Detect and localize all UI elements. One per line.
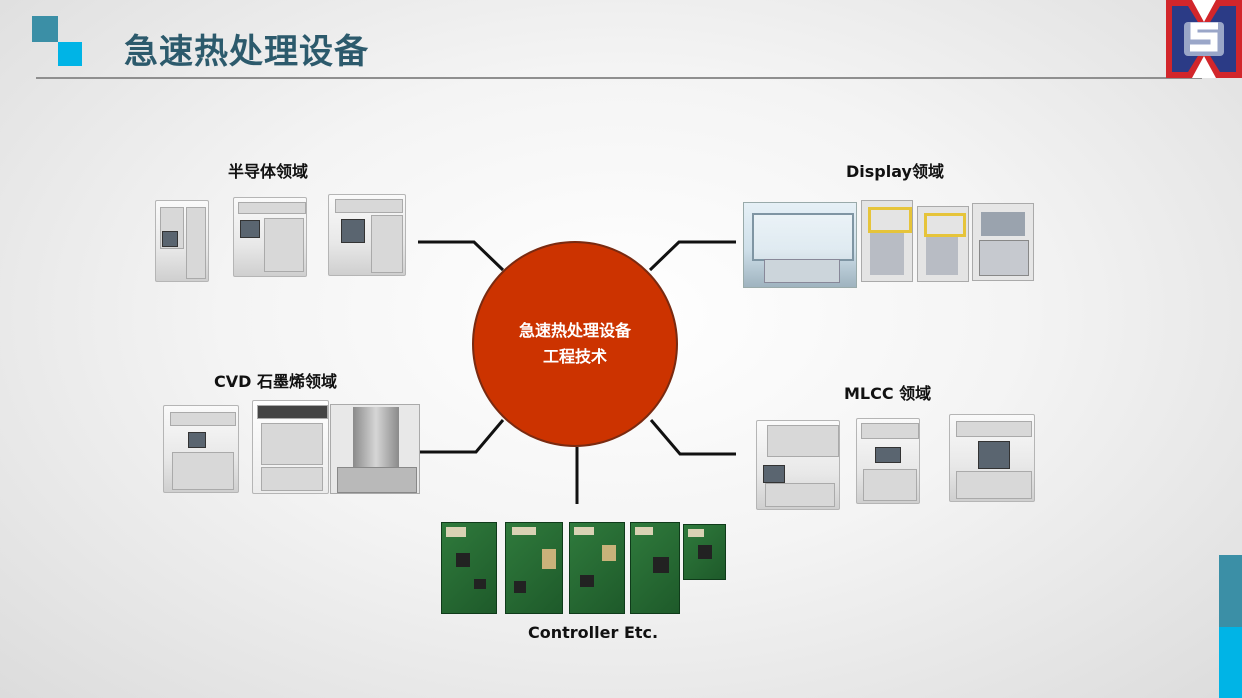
label-display: Display领域	[846, 162, 944, 181]
hub-line-2: 工程技术	[542, 347, 607, 366]
header-square-dark	[32, 16, 58, 42]
accent-bar-teal	[1219, 555, 1242, 627]
cvd-equipment-photo-3	[330, 404, 420, 494]
controller-board-photo-3	[569, 522, 625, 614]
semiconductor-equipment-photo-1	[155, 200, 209, 282]
connector-cvd	[420, 419, 505, 454]
company-logo	[1166, 0, 1242, 78]
display-equipment-photo-1	[743, 202, 857, 288]
label-controller: Controller Etc.	[528, 623, 659, 642]
page-title: 急速热处理设备	[124, 32, 369, 72]
cvd-equipment-photo-2	[252, 400, 329, 494]
central-hub: 急速热处理设备 工程技术	[472, 241, 678, 447]
controller-board-photo-1	[441, 522, 497, 614]
display-equipment-photo-2	[861, 200, 913, 282]
controller-board-photo-5	[683, 524, 726, 580]
hub-line-1: 急速热处理设备	[518, 321, 631, 340]
connector-mlcc	[649, 419, 736, 456]
label-cvd: CVD 石墨烯领域	[214, 372, 337, 391]
label-semiconductor: 半导体领域	[228, 162, 309, 181]
display-equipment-photo-3	[917, 206, 969, 282]
controller-board-photo-2	[505, 522, 563, 614]
header-divider	[36, 77, 1202, 79]
mlcc-equipment-photo-3	[949, 414, 1035, 502]
header-square-light	[58, 42, 82, 66]
semiconductor-equipment-photo-3	[328, 194, 406, 276]
connector-semiconductor	[418, 240, 505, 272]
mlcc-equipment-photo-1	[756, 420, 840, 510]
label-mlcc: MLCC 领域	[844, 384, 932, 403]
mlcc-equipment-photo-2	[856, 418, 920, 504]
controller-board-photo-4	[630, 522, 680, 614]
semiconductor-equipment-photo-2	[233, 197, 307, 277]
cvd-equipment-photo-1	[163, 405, 239, 493]
connector-display	[648, 240, 736, 272]
display-equipment-photo-4	[972, 203, 1034, 281]
accent-bar-blue	[1219, 627, 1242, 698]
